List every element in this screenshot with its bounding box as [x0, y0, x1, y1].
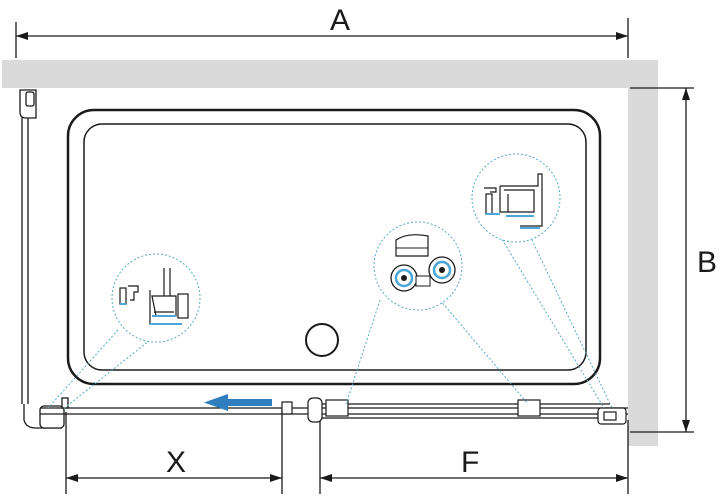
- detail-bubble-left-profile: [111, 253, 201, 343]
- top-wall: [2, 60, 658, 88]
- leader-lines: [47, 225, 613, 411]
- roller-left: [325, 399, 349, 417]
- dimension-a: [15, 18, 629, 58]
- dimension-label-b: B: [697, 246, 718, 279]
- dimension-b: [630, 87, 694, 433]
- dimension-f: [319, 420, 629, 494]
- dimension-label-a: A: [330, 4, 351, 37]
- bottom-rail: [40, 397, 628, 425]
- detail-bubble-roller: [373, 221, 463, 311]
- roller-wheel-icon: [390, 264, 418, 292]
- door-handle: [281, 401, 293, 415]
- detail-bubble-right-profile: [471, 153, 561, 243]
- shower-tray: [66, 108, 602, 386]
- drain-icon: [305, 323, 339, 357]
- dimension-x: [65, 410, 283, 494]
- tray-outer-edge: [66, 108, 602, 386]
- dimension-label-x: X: [166, 446, 187, 479]
- tray-inner-edge: [83, 123, 587, 371]
- sliding-direction-arrow-icon: [204, 394, 272, 411]
- right-wall: [628, 88, 658, 446]
- walls: [2, 60, 658, 446]
- roller-wheel-icon: [428, 256, 456, 284]
- door-stopper: [307, 397, 323, 423]
- roller-right: [517, 399, 541, 417]
- left-wall-profile: [19, 89, 69, 429]
- dimension-label-f: F: [461, 446, 480, 479]
